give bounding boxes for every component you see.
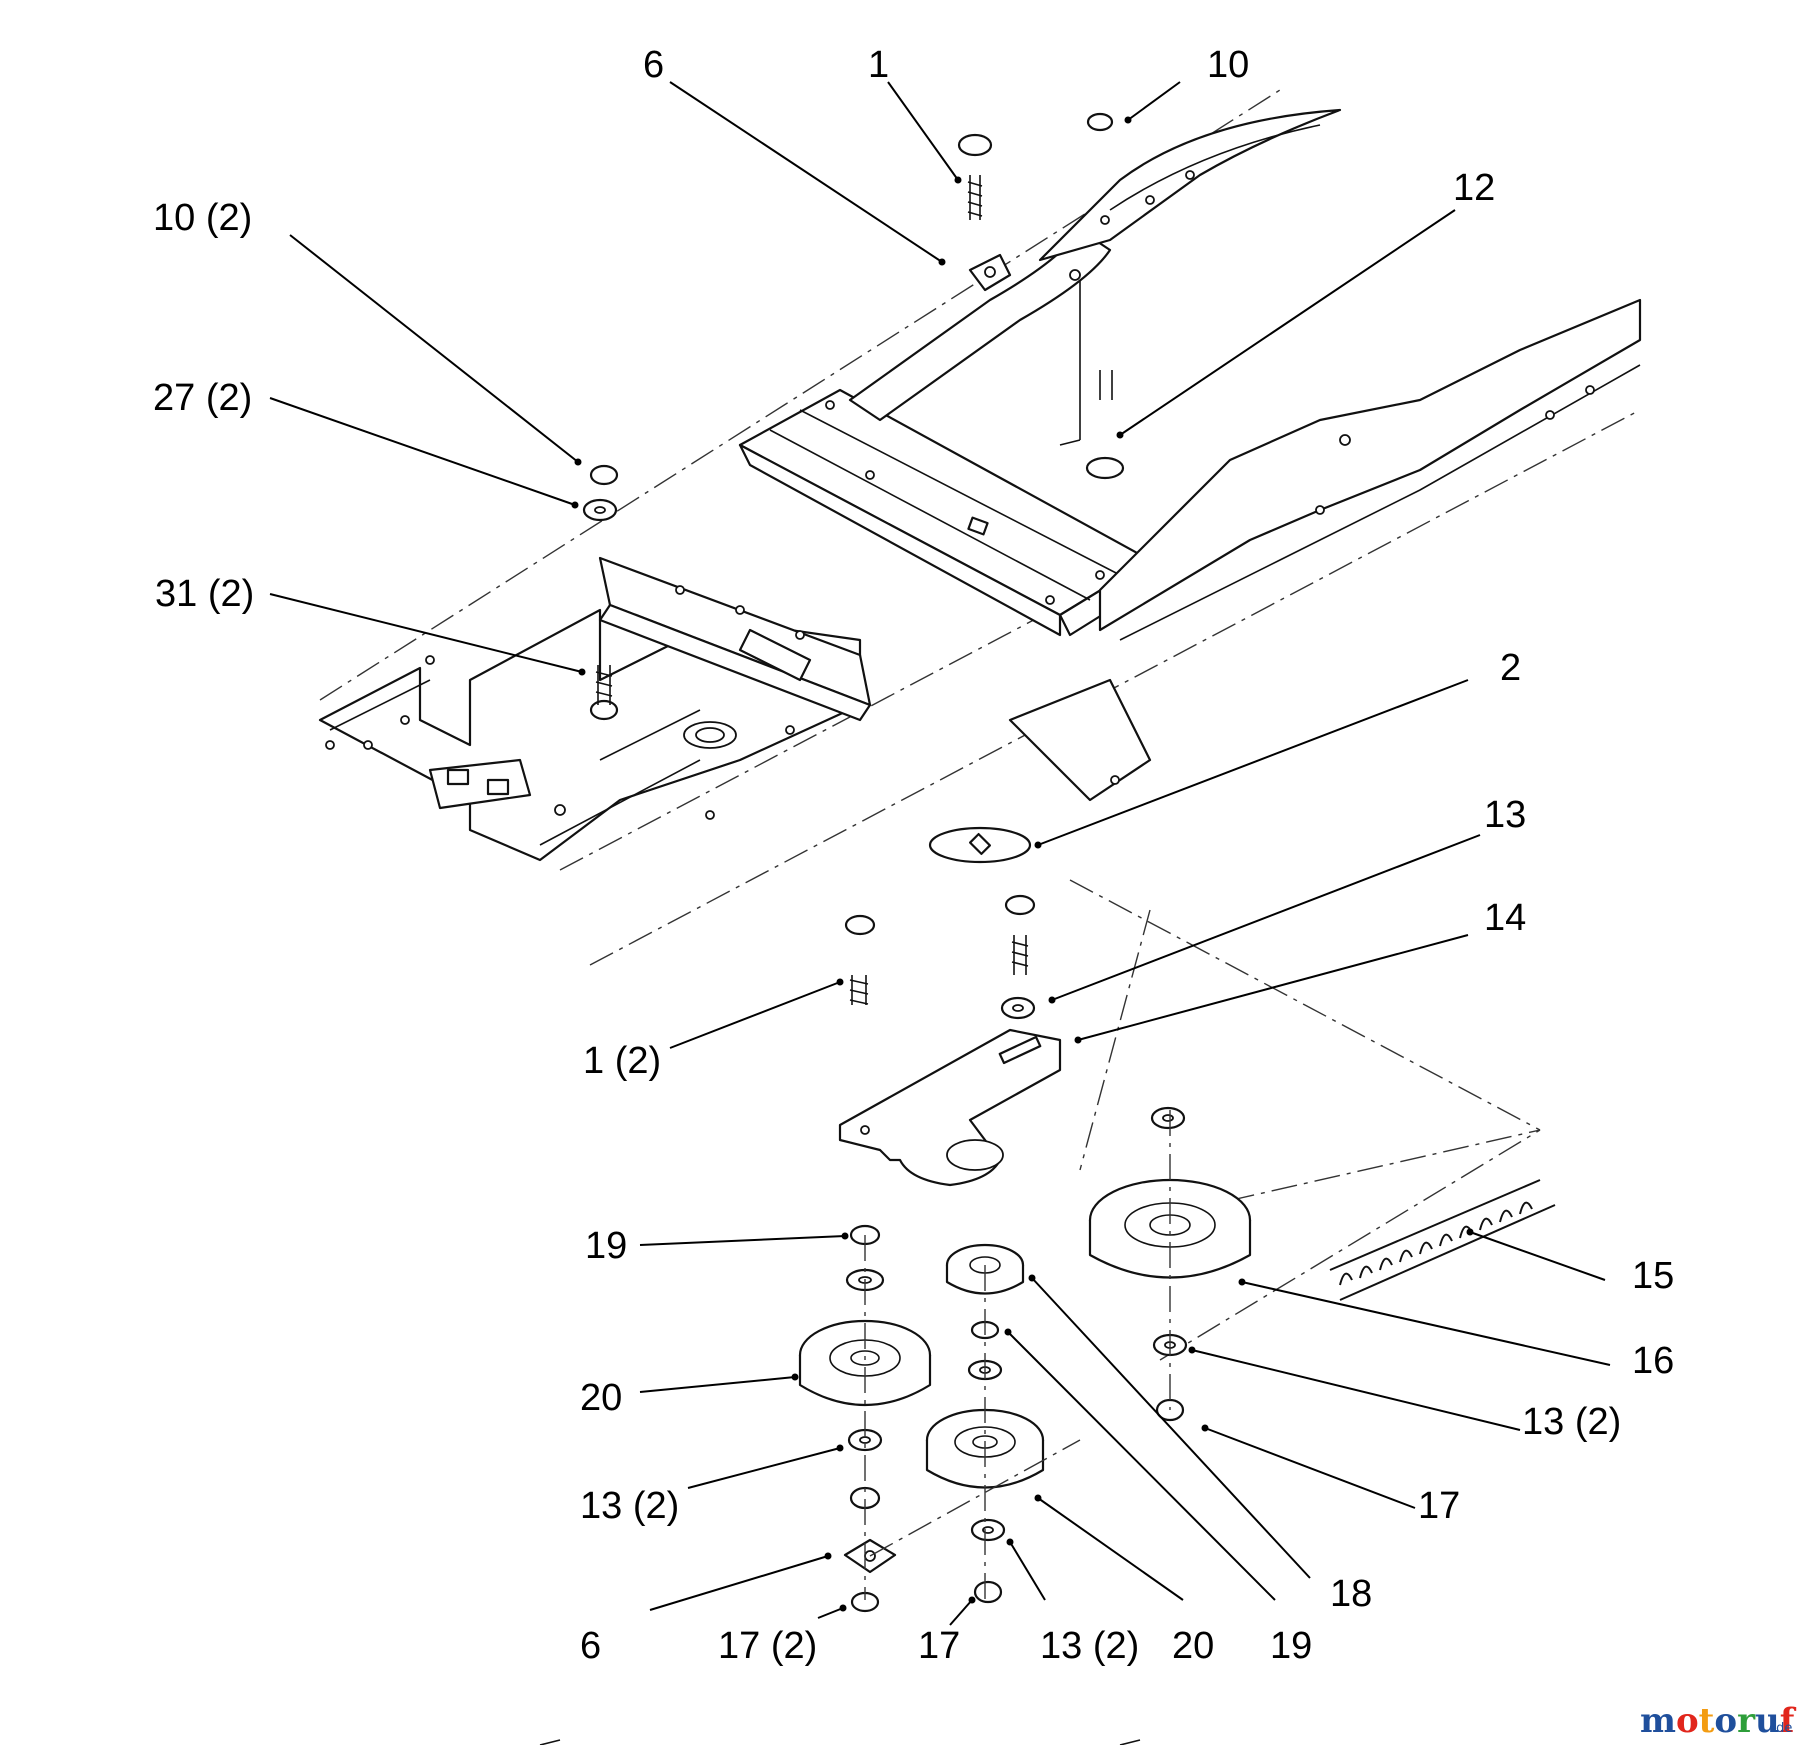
callout-13-2-right: 13 (2)	[1522, 1401, 1621, 1443]
callout-6-bottom: 6	[580, 1625, 601, 1667]
watermark-brand: motoruf	[1640, 1701, 1797, 1741]
callout-6-top: 6	[643, 44, 664, 86]
callout-19-bottom: 19	[1270, 1625, 1312, 1667]
callout-20-bottom: 20	[1172, 1625, 1214, 1667]
callout-13-2-bottom: 13 (2)	[1040, 1625, 1139, 1667]
callout-17-bottom: 17	[918, 1625, 960, 1667]
watermark-suffix: .de	[1772, 1721, 1792, 1736]
callout-31-2: 31 (2)	[155, 573, 254, 615]
hardware-parts	[582, 112, 1556, 1613]
watermark-letter: u	[1755, 1701, 1780, 1741]
watermark-letter: o	[1676, 1701, 1699, 1741]
watermark-logo: motoruf .de	[1640, 1701, 1797, 1741]
callout-14: 14	[1484, 897, 1526, 939]
callout-17-2: 17 (2)	[718, 1625, 817, 1667]
callout-27-2: 27 (2)	[153, 377, 252, 419]
callout-20-left: 20	[580, 1377, 622, 1419]
callout-1-2: 1 (2)	[583, 1040, 661, 1082]
watermark-letter: m	[1640, 1701, 1676, 1741]
callout-18: 18	[1330, 1573, 1372, 1615]
callout-10-top: 10	[1207, 44, 1249, 86]
watermark-letter: f	[1780, 1701, 1797, 1741]
callout-2: 2	[1500, 647, 1521, 689]
callout-12: 12	[1453, 167, 1495, 209]
callout-13-2-left: 13 (2)	[580, 1485, 679, 1527]
frame-stubs	[539, 1739, 1141, 1745]
callout-1-top: 1	[868, 44, 889, 86]
callout-15: 15	[1632, 1255, 1674, 1297]
callout-16: 16	[1632, 1340, 1674, 1382]
watermark-letter: o	[1714, 1701, 1737, 1741]
leader-lines	[269, 81, 1611, 1626]
watermark-letter: r	[1737, 1701, 1756, 1741]
callout-19-left: 19	[585, 1225, 627, 1267]
callout-13: 13	[1484, 794, 1526, 836]
callout-17-right: 17	[1418, 1485, 1460, 1527]
callout-labels: 6 1 10 10 (2) 12 27 (2) 31 (2) 2 13 14 1…	[153, 44, 1674, 1667]
callout-10-2: 10 (2)	[153, 197, 252, 239]
chassis-frame	[318, 89, 1642, 1361]
watermark-letter: t	[1699, 1701, 1715, 1741]
